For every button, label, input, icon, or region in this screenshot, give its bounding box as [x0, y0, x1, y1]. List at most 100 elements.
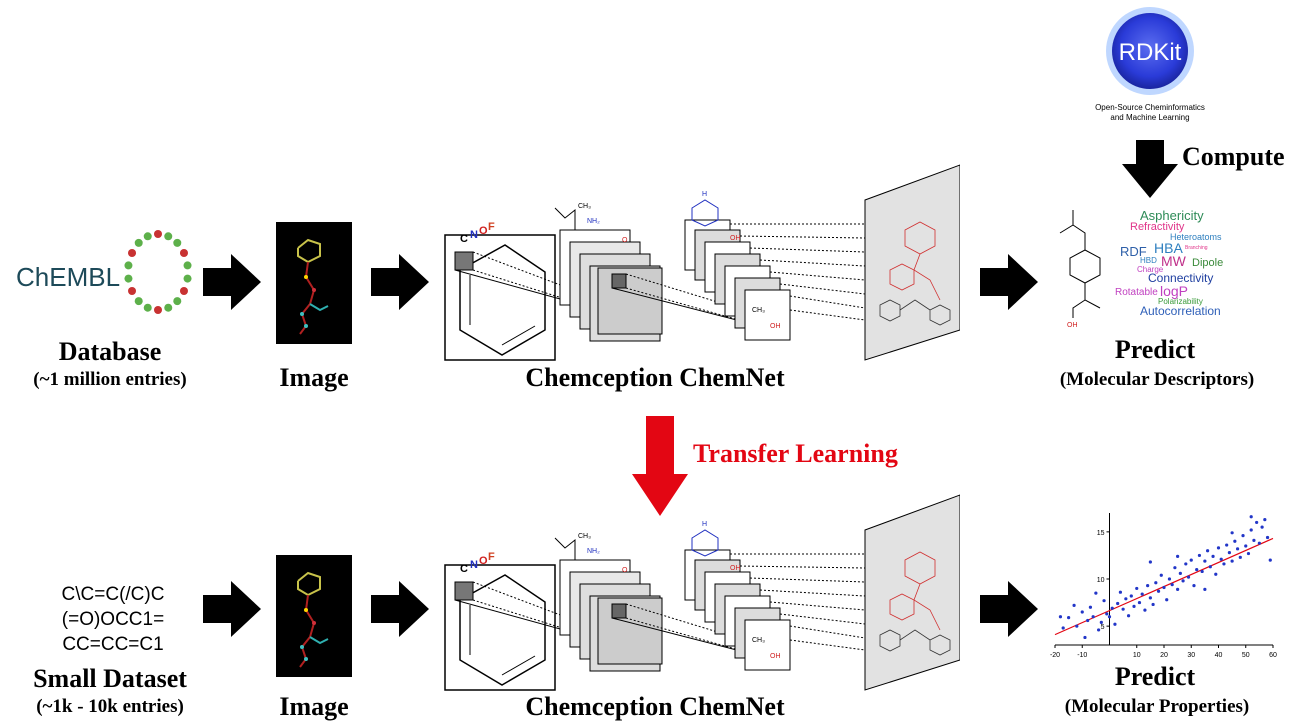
data-point: [1137, 600, 1142, 605]
descriptor-word: Rotatable: [1115, 287, 1158, 298]
data-point: [1102, 599, 1106, 603]
data-point: [1143, 608, 1147, 612]
data-point: [1227, 551, 1231, 555]
svg-text:OH: OH: [730, 235, 741, 242]
data-point: [1072, 603, 1076, 607]
descriptor-word: Dipole: [1192, 257, 1224, 269]
chembl-ring-icon: [118, 225, 198, 325]
data-point: [1246, 551, 1251, 556]
data-point: [1075, 624, 1079, 628]
data-point: [1162, 585, 1166, 590]
descriptor-word: Connectivity: [1148, 271, 1214, 285]
ring-dot: [124, 261, 133, 270]
data-point: [1058, 615, 1063, 619]
chemnet-network: C N O F CH₃ NH₂ O H OH CH₃ OH: [440, 160, 961, 365]
flow-arrow-icon: [980, 581, 1038, 642]
data-point: [1211, 554, 1215, 558]
descriptor-word: Autocorrelation: [1140, 304, 1221, 318]
y-tick-label: 15: [1097, 530, 1105, 537]
svg-text:CH₃: CH₃: [578, 533, 591, 540]
data-point: [1235, 547, 1240, 551]
data-point: [1230, 559, 1234, 563]
descriptor-word: HBA: [1154, 240, 1183, 256]
data-point: [1203, 559, 1207, 563]
data-point: [1107, 615, 1112, 619]
svg-text:O: O: [622, 567, 628, 574]
x-tick-label: -20: [1050, 652, 1060, 659]
data-point: [1091, 615, 1095, 619]
x-tick-label: 60: [1269, 652, 1277, 659]
ring-dot: [128, 249, 137, 257]
data-point: [1126, 614, 1131, 618]
descriptor-word: HBD: [1140, 256, 1157, 265]
dataset-sublabel: (~1k - 10k entries): [36, 696, 184, 717]
chembl-logo-text: ChEMBL: [16, 262, 121, 292]
ring-dot: [143, 232, 152, 241]
svg-text:O: O: [479, 225, 488, 237]
data-point: [1195, 567, 1199, 572]
data-point: [1113, 622, 1117, 626]
ring-dot: [173, 297, 182, 306]
data-point: [1252, 538, 1256, 542]
data-point: [1094, 591, 1098, 595]
svg-text:C: C: [460, 563, 468, 575]
data-point: [1088, 605, 1093, 609]
network-label: Chemception ChemNet: [525, 692, 785, 721]
ring-dot: [134, 297, 143, 306]
data-point: [1222, 562, 1226, 566]
data-point: [1233, 539, 1237, 543]
data-point: [1257, 541, 1261, 545]
flow-arrow-icon: [203, 254, 261, 315]
descriptor-word: logP: [1160, 283, 1189, 299]
data-point: [1173, 566, 1177, 570]
data-point: [1148, 596, 1152, 600]
molecule-image: [276, 222, 352, 344]
data-point: [1244, 544, 1248, 548]
descriptor-word-cloud: Asphericity Refractivity Heteroatoms RDF…: [1115, 205, 1294, 330]
data-point: [1238, 555, 1242, 559]
flow-arrow-icon: [371, 581, 429, 642]
svg-text:OH: OH: [730, 565, 741, 572]
data-point: [1080, 610, 1084, 614]
ring-dot: [143, 303, 152, 312]
data-point: [1206, 549, 1210, 553]
svg-text:H: H: [702, 521, 707, 528]
svg-text:N: N: [470, 559, 478, 571]
predict-sublabel: (Molecular Properties): [1064, 696, 1250, 717]
ring-dot: [154, 230, 162, 238]
molecule-image: [276, 555, 352, 677]
data-point: [1140, 592, 1144, 596]
svg-text:N: N: [470, 229, 478, 241]
data-point: [1132, 604, 1136, 608]
data-point: [1203, 587, 1207, 591]
descriptor-word: MW: [1161, 253, 1186, 269]
image-label: Image: [279, 363, 349, 392]
svg-text:CH₃: CH₃: [752, 637, 765, 644]
data-point: [1184, 562, 1188, 566]
descriptor-word: Heteroatoms: [1170, 232, 1222, 242]
chemnet-network-diagram: C N O F CH₃ NH₂ O H OH CH₃ OH: [444, 494, 961, 691]
data-point: [1216, 546, 1221, 550]
data-point: [1167, 577, 1172, 581]
descriptor-word: Charge: [1137, 265, 1164, 274]
descriptor-word: Branching: [1185, 245, 1208, 251]
data-point: [1268, 558, 1272, 562]
x-tick-label: 20: [1160, 652, 1168, 659]
descriptor-word: RDF: [1120, 244, 1147, 259]
svg-text:H: H: [702, 191, 707, 198]
predict-label: Predict: [1114, 335, 1196, 364]
data-point: [1121, 607, 1125, 611]
x-tick-label: 30: [1187, 652, 1195, 659]
data-point: [1214, 572, 1218, 576]
data-point: [1110, 606, 1114, 610]
data-point: [1249, 528, 1253, 532]
data-point: [1181, 579, 1185, 583]
ring-dot: [183, 261, 192, 270]
data-point: [1178, 571, 1182, 575]
data-point: [1135, 586, 1139, 591]
dataset-label: Small Dataset: [33, 664, 187, 693]
data-point: [1067, 616, 1071, 620]
data-point: [1086, 618, 1090, 623]
